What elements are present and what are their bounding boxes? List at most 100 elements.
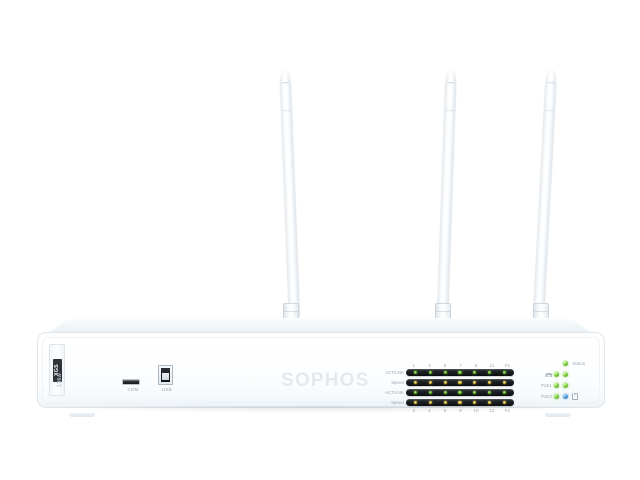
port-led — [428, 390, 432, 394]
led-row-label: ACT/LNK — [385, 369, 404, 375]
port-number: 1 — [412, 363, 416, 368]
antenna-center[interactable] — [437, 69, 457, 319]
port-numbers-even: 2 4 6 8 10 12 F2 — [406, 408, 514, 417]
port-led — [473, 400, 477, 404]
status-led — [563, 360, 569, 367]
antenna-left-body — [279, 69, 300, 319]
port-number: 2 — [406, 408, 422, 413]
port-number: 10 — [468, 408, 484, 413]
port-led — [428, 370, 432, 374]
port-led — [458, 390, 462, 394]
poe1-label: PoE1 — [541, 383, 552, 388]
antenna-right-body — [533, 70, 557, 319]
led-row-label: Speed — [391, 379, 404, 385]
usb-port-group: USB — [158, 365, 176, 392]
com-port[interactable] — [122, 379, 140, 385]
port-number: 12 — [484, 408, 500, 413]
port-number: F2 — [500, 408, 516, 413]
status-left-led-placeholder — [554, 361, 559, 366]
port-led — [502, 400, 507, 404]
led-row: ACT/LNK — [374, 388, 514, 397]
port-led — [443, 380, 447, 384]
port-led — [458, 370, 462, 374]
status-led-row — [530, 369, 596, 380]
port-led — [458, 380, 462, 384]
status-led — [563, 371, 569, 378]
model-name-secondary: 136w — [57, 373, 63, 387]
antenna-center-tip-seam — [447, 82, 455, 84]
port-led — [488, 390, 492, 394]
led-row: ACT/LNK — [374, 368, 514, 377]
port-led — [502, 390, 507, 394]
com-port-label: COM — [127, 387, 139, 392]
port-led — [443, 390, 447, 394]
sd-card-icon — [572, 393, 579, 400]
led-bar — [406, 378, 514, 386]
status-led-cluster: Status — [530, 358, 596, 402]
port-led — [488, 370, 492, 374]
port-number: 4 — [422, 408, 438, 413]
antenna-right-hinge — [533, 303, 549, 320]
port-led — [473, 370, 477, 374]
antenna-right[interactable] — [533, 70, 557, 319]
sd-card-led — [563, 393, 569, 400]
status-led-row: PoE1 — [530, 380, 596, 391]
wifi-icon — [545, 372, 553, 377]
usb-port[interactable] — [158, 365, 173, 385]
port-led — [488, 380, 492, 384]
status-led — [563, 382, 569, 389]
antenna-left[interactable] — [279, 69, 300, 319]
port-number: F1 — [504, 363, 511, 368]
sophos-logo: SOPHOS — [281, 370, 370, 391]
led-row: Speed — [374, 398, 514, 407]
chassis-drop-shadow — [45, 406, 595, 413]
port-led — [428, 400, 432, 404]
poe2-label: PoE2 — [541, 394, 552, 399]
model-badge-strip: XGS — [52, 358, 62, 382]
port-number: 3 — [428, 363, 431, 368]
status-led-row: PoE2 — [530, 391, 596, 402]
port-number: 7 — [459, 363, 462, 368]
port-led — [502, 370, 507, 374]
port-led — [473, 390, 477, 394]
front-panel-inner-bezel — [42, 337, 600, 403]
usb-port-label: USB — [162, 387, 172, 392]
poe1-led — [554, 382, 560, 389]
led-bar — [406, 398, 514, 406]
port-led — [488, 400, 492, 404]
model-badge: XGS 136w — [49, 344, 65, 396]
port-led — [502, 380, 507, 384]
led-row-label: ACT/LNK — [385, 389, 404, 395]
port-led — [413, 380, 418, 384]
antenna-center-hinge — [435, 303, 451, 320]
port-led — [413, 390, 418, 394]
port-number: 11 — [489, 363, 495, 368]
port-number: 9 — [474, 363, 478, 368]
port-number: 5 — [443, 363, 447, 368]
antenna-center-body — [437, 69, 457, 319]
chassis-foot-left — [69, 413, 95, 417]
led-row: Speed — [374, 378, 514, 387]
port-led — [413, 400, 418, 404]
chassis-foot-right — [545, 413, 571, 417]
port-led — [473, 380, 477, 384]
ethernet-led-panel: 1 3 5 7 9 11 F1 ACT/LNK — [374, 359, 514, 417]
wifi-led — [554, 371, 560, 378]
port-numbers-odd: 1 3 5 7 9 11 F1 — [406, 359, 514, 368]
status-led-row: Status — [530, 358, 596, 369]
port-led — [443, 400, 447, 404]
led-bar — [406, 388, 514, 396]
port-number: 8 — [453, 408, 469, 413]
com-port-group: COM — [122, 379, 144, 392]
port-led — [413, 370, 418, 374]
port-led — [458, 400, 462, 404]
port-led — [428, 380, 432, 384]
port-led — [443, 370, 447, 374]
led-bar — [406, 368, 514, 376]
antenna-left-hinge — [283, 303, 299, 320]
front-panel: XGS 136w COM USB SOPHOS — [37, 332, 605, 413]
led-row-label: Speed — [391, 399, 404, 405]
device-chassis: XGS 136w COM USB SOPHOS — [35, 318, 605, 417]
status-label: Status — [572, 361, 586, 366]
